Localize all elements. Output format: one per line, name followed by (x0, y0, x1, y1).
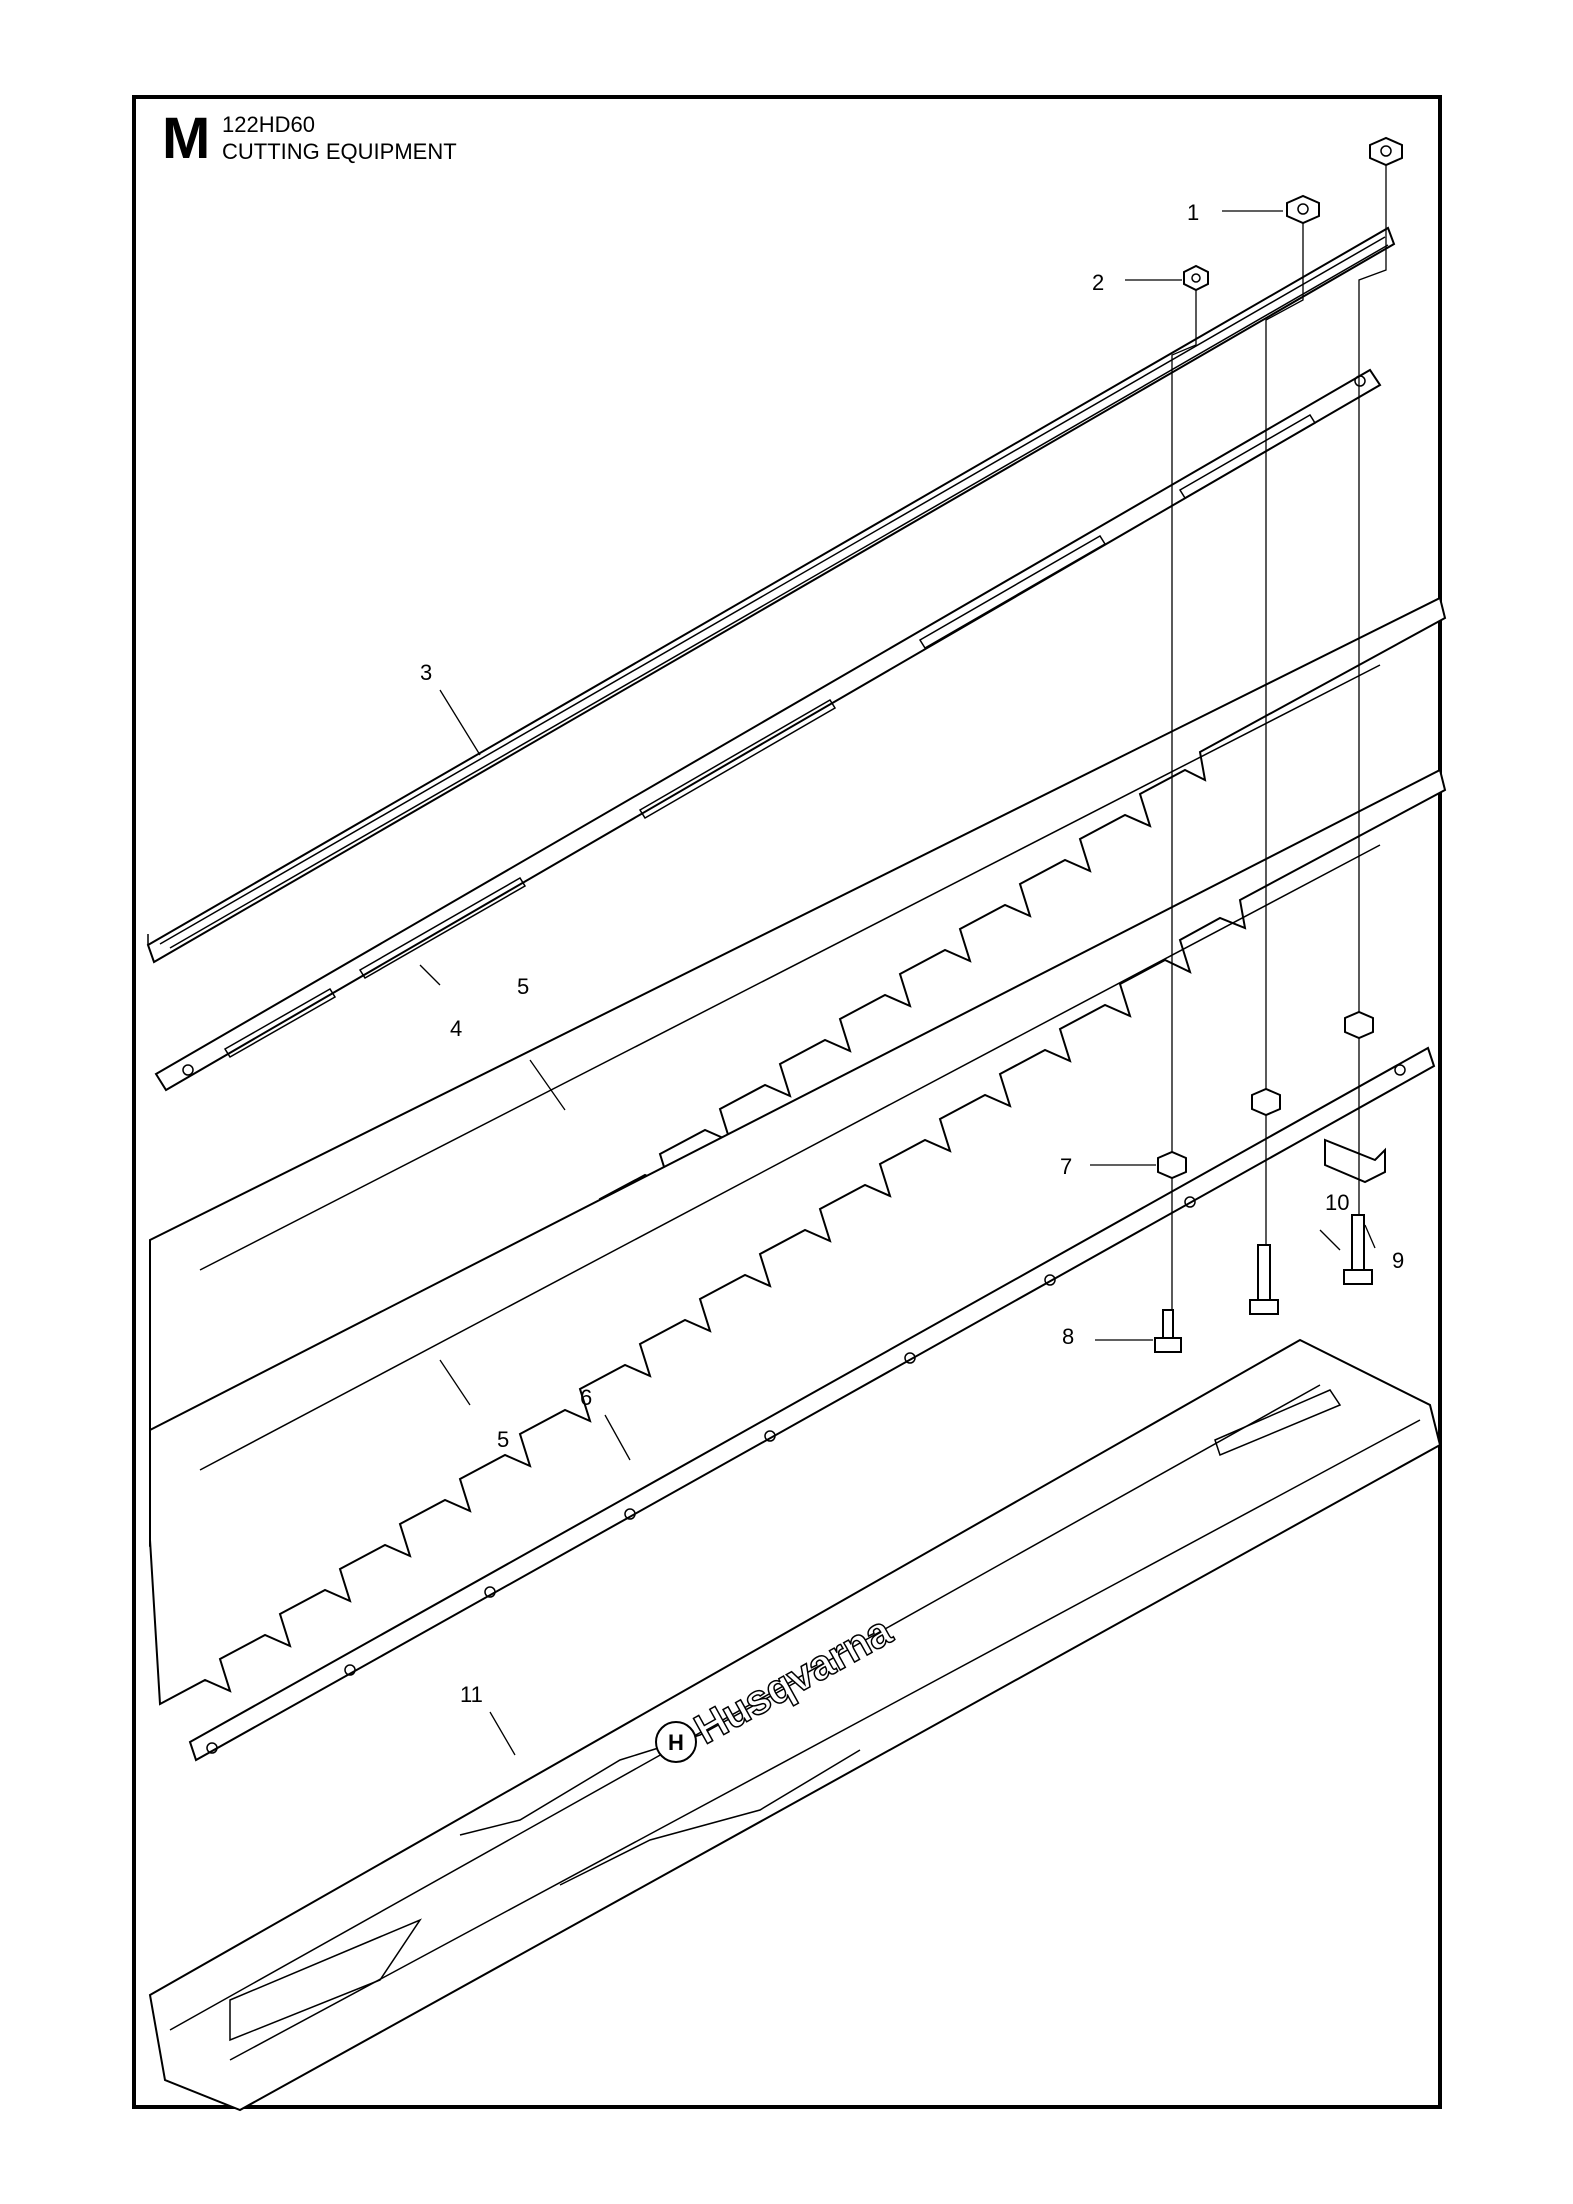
top-right-nut (1369, 136, 1403, 167)
svg-text:H: H (668, 1730, 684, 1755)
model-number: 122HD60 (222, 112, 315, 137)
callout-1: 1 (1187, 200, 1199, 225)
callout-11: 11 (460, 1682, 483, 1707)
part-5-lower-blade (149, 768, 1447, 1706)
part-9-bracket (1324, 1138, 1386, 1184)
callout-5b: 5 (497, 1427, 509, 1452)
callout-7: 7 (1060, 1154, 1072, 1179)
part-8-bolt (1154, 1309, 1182, 1353)
page-frame (132, 95, 1442, 2109)
part-7b-nut (1251, 1087, 1281, 1117)
callout-9: 9 (1392, 1248, 1404, 1273)
callout-4: 4 (450, 1016, 462, 1041)
leader-lines (419, 210, 1376, 1756)
part-10-bolt (1343, 1214, 1373, 1285)
assembly-lines (1171, 165, 1387, 1310)
part-7c-nut (1344, 1010, 1374, 1040)
part-2-nut (1183, 264, 1209, 292)
part-4-top-plate (154, 368, 1382, 1092)
section-letter: M (162, 106, 211, 171)
callout-2: 2 (1092, 270, 1104, 295)
callout-5a: 5 (517, 974, 529, 999)
callout-8: 8 (1062, 1324, 1074, 1349)
callout-10: 10 (1325, 1190, 1349, 1215)
section-title: CUTTING EQUIPMENT (222, 139, 457, 164)
part-3-guide-rail (146, 226, 1396, 964)
callout-6: 6 (580, 1385, 592, 1410)
part-1-nut (1286, 194, 1320, 225)
callout-3: 3 (420, 660, 432, 685)
part-11-blade-guard (148, 1338, 1442, 2112)
part-7-nut (1157, 1150, 1187, 1180)
part-8b-bolt (1249, 1244, 1279, 1315)
part-6-bottom-strip (188, 1046, 1436, 1762)
